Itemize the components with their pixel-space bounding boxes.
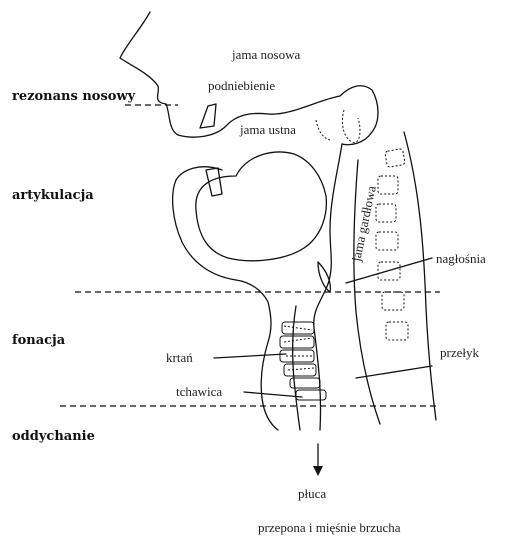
pharynx-back-wall (314, 144, 342, 430)
level-nasal-resonance: rezonans nosowy (12, 89, 136, 104)
larynx-trachea-stack (280, 322, 326, 400)
vertebrae (376, 149, 408, 340)
label-pharynx: jama gardłowa (348, 184, 379, 264)
label-epiglottis: nagłośnia (436, 251, 486, 266)
label-larynx: krtań (166, 350, 193, 365)
epiglottis-shape (318, 262, 330, 292)
level-articulation: artykulacja (12, 188, 94, 203)
down-arrow-icon (313, 444, 323, 476)
label-esophagus: przełyk (440, 345, 479, 360)
pointer-larynx (214, 354, 286, 358)
label-lungs: płuca (298, 486, 326, 501)
upper-teeth (200, 104, 216, 128)
pointer-esophagus (356, 366, 432, 378)
level-breathing: oddychanie (12, 429, 95, 444)
level-phonation: fonacja (12, 333, 66, 348)
label-diaphragm: przepona i mięśnie brzucha (258, 520, 401, 535)
label-nasal-cavity: jama nosowa (231, 47, 300, 62)
uvula-detail (316, 120, 330, 140)
lower-teeth (206, 168, 222, 196)
soft-palate-detail (342, 110, 360, 143)
spine-back-curve (404, 132, 436, 420)
label-palate: podniebienie (208, 78, 275, 93)
label-trachea: tchawica (176, 384, 222, 399)
pointer-trachea (244, 392, 302, 397)
esophagus-wall (293, 306, 300, 430)
label-oral-cavity: jama ustna (239, 122, 296, 137)
